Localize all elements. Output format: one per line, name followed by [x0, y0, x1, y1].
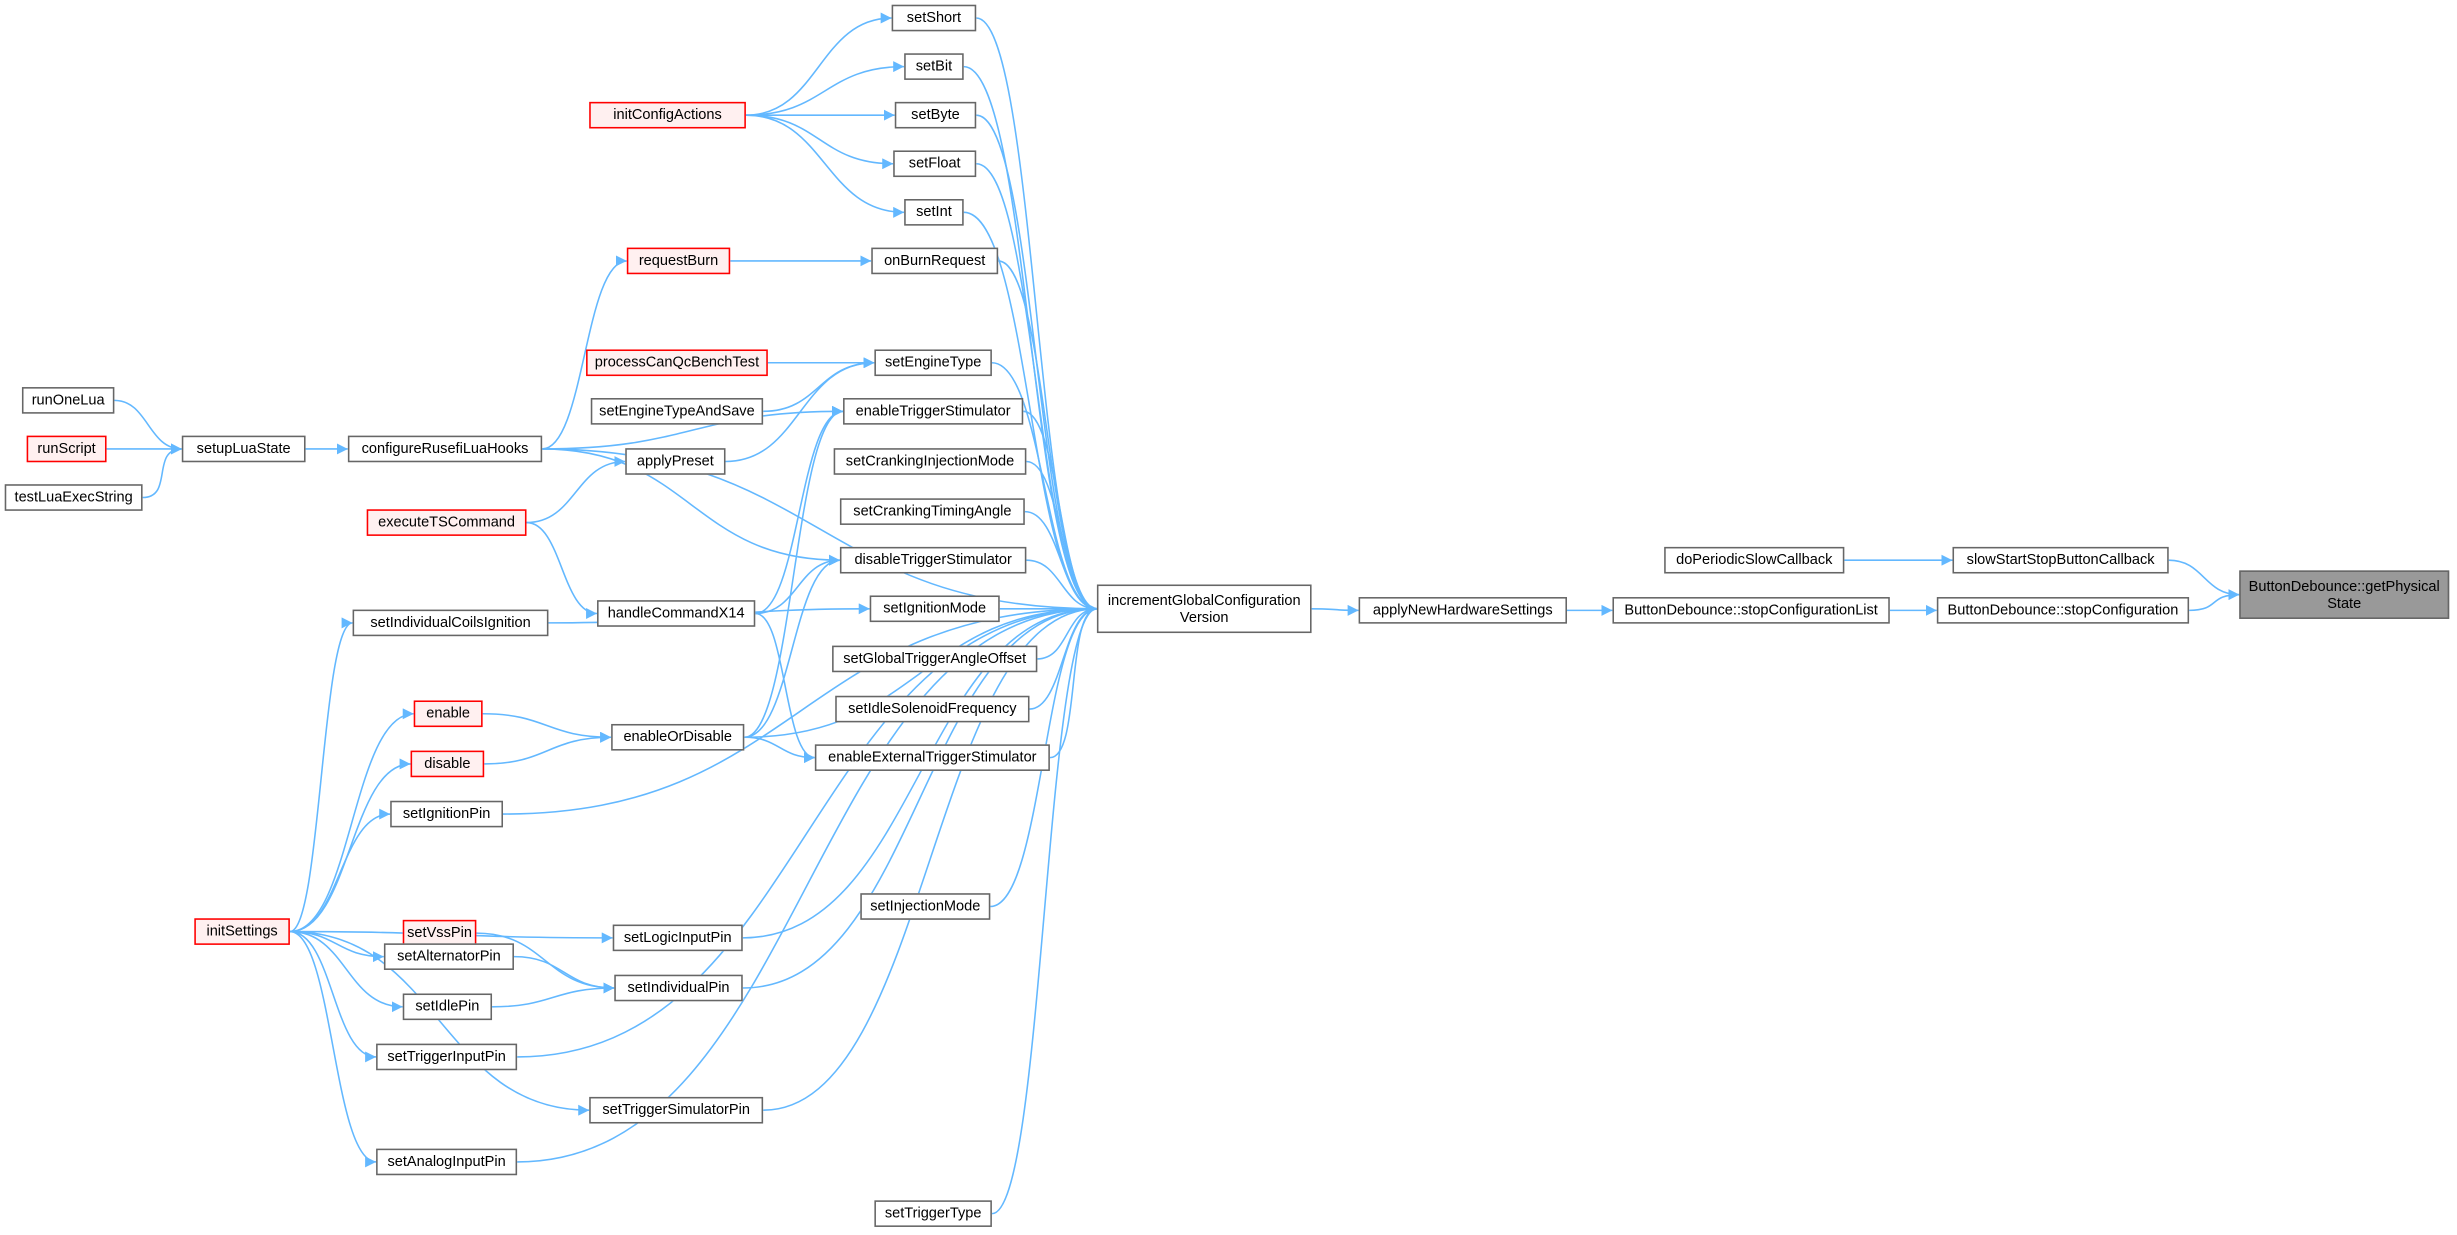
node-do-periodic-slow-callback[interactable]: doPeriodicSlowCallback: [1664, 546, 1845, 574]
node-init-config-actions[interactable]: initConfigActions: [589, 101, 746, 129]
edge-enable-to-enableOrDisable: [482, 712, 612, 743]
node-set-short[interactable]: setShort: [891, 4, 977, 32]
node-execute-tscommand[interactable]: executeTSCommand: [366, 509, 527, 536]
node-enable[interactable]: enable: [413, 700, 483, 728]
node-set-cranking-injection-mode[interactable]: setCrankingInjectionMode: [833, 448, 1027, 475]
edge-initConfigActions-to-setFloat: [745, 114, 894, 170]
edge-enableOrDisable-to-incrementGlobalConfigurationVersion: [744, 603, 1097, 739]
node-run-script[interactable]: runScript: [26, 435, 107, 463]
node-set-individual-coils-ignition[interactable]: setIndividualCoilsIgnition: [352, 609, 549, 637]
edge-setTriggerInputPin-to-incrementGlobalConfigurationVersion: [517, 603, 1097, 1058]
edge-stopConfiguration-to-getPhysicalState: [2189, 589, 2240, 612]
node-set-analog-input-pin[interactable]: setAnalogInputPin: [376, 1148, 518, 1176]
edge-configureRusefiLuaHooks-to-enableTriggerStimulator: [542, 405, 844, 450]
edge-initSettings-to-setIgnitionPin: [289, 808, 391, 933]
node-set-engine-type[interactable]: setEngineType: [874, 349, 992, 377]
edge-testLuaExecString-to-setupLuaState: [142, 443, 182, 499]
node-on-burn-request[interactable]: onBurnRequest: [871, 247, 999, 275]
node-set-cranking-timing-angle[interactable]: setCrankingTimingAngle: [839, 498, 1025, 525]
node-init-settings[interactable]: initSettings: [194, 918, 290, 945]
node-set-individual-pin[interactable]: setIndividualPin: [614, 974, 743, 1002]
node-set-trigger-simulator-pin[interactable]: setTriggerSimulatorPin: [589, 1096, 764, 1124]
edge-setEngineType-to-incrementGlobalConfigurationVersion: [991, 361, 1097, 615]
node-apply-preset[interactable]: applyPreset: [625, 448, 726, 475]
edge-enableOrDisable-to-enableTriggerStimulator: [744, 405, 844, 739]
edge-setTriggerType-to-incrementGlobalConfigurationVersion: [991, 603, 1098, 1215]
edge-initSettings-to-disable: [289, 758, 411, 933]
node-setup-lua-state[interactable]: setupLuaState: [181, 435, 306, 463]
edge-handleCommandX14-to-enableTriggerStimulator: [755, 405, 844, 615]
node-set-byte[interactable]: setByte: [894, 101, 977, 129]
edge-initSettings-to-setTriggerInputPin: [289, 930, 377, 1063]
edge-setFloat-to-incrementGlobalConfigurationVersion: [976, 162, 1097, 615]
node-set-ignition-mode[interactable]: setIgnitionMode: [869, 595, 1000, 623]
edge-enableOrDisable-to-disableTriggerStimulator: [744, 554, 840, 739]
node-set-idle-pin[interactable]: setIdlePin: [402, 993, 493, 1021]
node-set-alternator-pin[interactable]: setAlternatorPin: [383, 943, 514, 970]
edge-enableOrDisable-to-enableExternalTriggerStimulator: [744, 736, 815, 764]
edge-initConfigActions-to-setInt: [745, 114, 905, 218]
node-set-trigger-type[interactable]: setTriggerType: [874, 1200, 992, 1227]
edge-initSettings-to-enable: [289, 708, 414, 933]
node-handle-command-x14[interactable]: handleCommandX14: [597, 600, 756, 627]
edge-setCrankingTimingAngle-to-incrementGlobalConfigurationVersion: [1024, 510, 1097, 615]
edge-setCrankingInjectionMode-to-incrementGlobalConfigurationVersion: [1026, 460, 1098, 615]
edge-initConfigActions-to-setBit: [745, 61, 905, 116]
node-slow-start-stop-button-callback[interactable]: slowStartStopButtonCallback: [1952, 546, 2169, 574]
edge-enableTriggerStimulator-to-incrementGlobalConfigurationVersion: [1023, 410, 1098, 615]
node-request-burn[interactable]: requestBurn: [626, 247, 731, 275]
node-get-physical-state[interactable]: ButtonDebounce::getPhysical State: [2239, 570, 2450, 619]
node-disable-trigger-stimulator[interactable]: disableTriggerStimulator: [839, 546, 1027, 574]
edge-setTriggerSimulatorPin-to-incrementGlobalConfigurationVersion: [763, 603, 1097, 1112]
node-set-trigger-input-pin[interactable]: setTriggerInputPin: [376, 1043, 518, 1071]
edge-handleCommandX14-to-enableExternalTriggerStimulator: [755, 612, 815, 764]
edge-initSettings-to-setIndividualCoilsIgnition: [289, 617, 353, 933]
edge-slowStartStopButtonCallback-to-getPhysicalState: [2168, 559, 2240, 601]
node-set-int[interactable]: setInt: [904, 199, 964, 226]
node-set-engine-type-and-save[interactable]: setEngineTypeAndSave: [590, 398, 764, 425]
edge-initSettings-to-setIdlePin: [289, 930, 403, 1013]
edge-setAlternatorPin-to-setIndividualPin: [513, 955, 615, 994]
edge-incrementGlobalConfigurationVersion-to-applyNewHardwareSettings: [1311, 604, 1359, 616]
node-set-float[interactable]: setFloat: [893, 150, 977, 178]
node-run-one-lua[interactable]: runOneLua: [21, 387, 115, 414]
node-configure-rusefi-lua-hooks[interactable]: configureRusefiLuaHooks: [347, 435, 543, 463]
edge-setIdlePin-to-setIndividualPin: [492, 982, 615, 1008]
node-set-injection-mode[interactable]: setInjectionMode: [860, 893, 991, 920]
edge-initSettings-to-setAnalogInputPin: [289, 930, 377, 1168]
node-increment-global-configuration-version[interactable]: incrementGlobalConfiguration Version: [1096, 584, 1312, 634]
edge-handleCommandX14-to-disableTriggerStimulator: [755, 554, 840, 615]
node-disable[interactable]: disable: [410, 750, 485, 778]
edge-setLogicInputPin-to-incrementGlobalConfigurationVersion: [742, 603, 1097, 939]
node-set-logic-input-pin[interactable]: setLogicInputPin: [612, 924, 743, 952]
node-enable-trigger-stimulator[interactable]: enableTriggerStimulator: [843, 398, 1024, 425]
node-set-idle-solenoid-frequency[interactable]: setIdleSolenoidFrequency: [835, 695, 1030, 723]
edge-setIndividualPin-to-incrementGlobalConfigurationVersion: [742, 603, 1097, 989]
edge-initConfigActions-to-setShort: [745, 12, 892, 116]
edge-configureRusefiLuaHooks-to-disableTriggerStimulator: [542, 448, 840, 566]
edge-initSettings-to-setTriggerSimulatorPin: [289, 930, 590, 1116]
edge-configureRusefiLuaHooks-to-requestBurn: [542, 255, 627, 450]
edge-executeTSCommand-to-applyPreset: [526, 456, 626, 524]
edge-executeTSCommand-to-handleCommandX14: [526, 521, 598, 619]
edge-runOneLua-to-setupLuaState: [114, 399, 182, 455]
node-enable-or-disable[interactable]: enableOrDisable: [611, 723, 745, 751]
node-stop-configuration[interactable]: ButtonDebounce::stopConfiguration: [1936, 597, 2190, 624]
edge-applyPreset-to-setEngineType: [725, 357, 875, 463]
node-apply-new-hardware-settings[interactable]: applyNewHardwareSettings: [1358, 597, 1567, 624]
edge-setAnalogInputPin-to-incrementGlobalConfigurationVersion: [517, 603, 1097, 1163]
node-enable-external-trigger-stimulator[interactable]: enableExternalTriggerStimulator: [814, 744, 1050, 771]
node-set-ignition-pin[interactable]: setIgnitionPin: [390, 800, 504, 828]
node-process-can-qc-bench-test[interactable]: processCanQcBenchTest: [586, 349, 768, 377]
node-test-lua-exec-string[interactable]: testLuaExecString: [4, 484, 143, 511]
edge-disable-to-enableOrDisable: [484, 731, 612, 765]
node-set-bit[interactable]: setBit: [904, 53, 964, 80]
node-stop-configuration-list[interactable]: ButtonDebounce::stopConfigurationList: [1612, 597, 1890, 624]
node-set-global-trigger-angle-offset[interactable]: setGlobalTriggerAngleOffset: [832, 645, 1038, 673]
